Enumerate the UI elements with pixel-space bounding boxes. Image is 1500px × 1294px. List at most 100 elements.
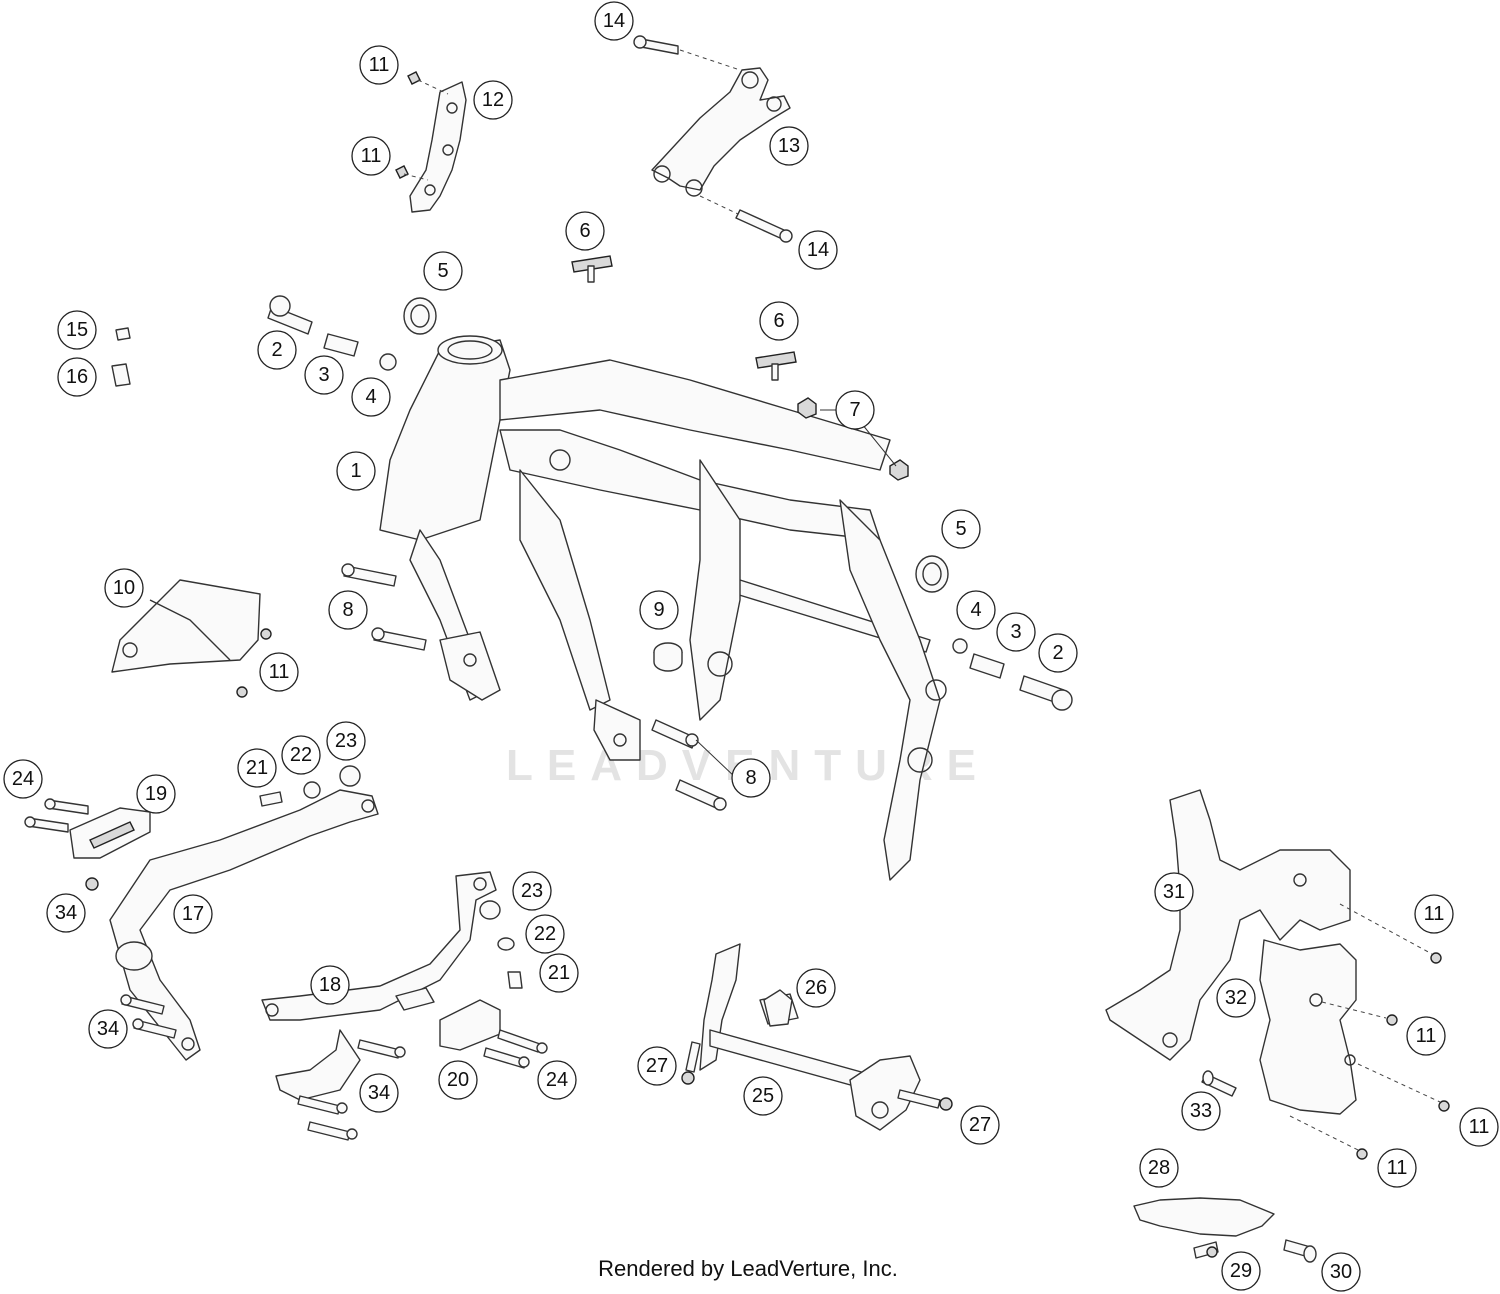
svg-text:10: 10 <box>113 577 135 599</box>
callout-15: 15 <box>57 310 97 350</box>
svg-text:5: 5 <box>437 260 448 282</box>
svg-text:31: 31 <box>1163 881 1185 903</box>
part-27-bolts <box>681 1041 953 1111</box>
callout-14: 14 <box>798 230 838 270</box>
callout-2: 2 <box>1038 633 1078 673</box>
svg-text:22: 22 <box>290 744 312 766</box>
part-24-bolts-left <box>24 798 89 833</box>
callout-4: 4 <box>956 590 996 630</box>
callout-33: 33 <box>1181 1091 1221 1131</box>
svg-text:14: 14 <box>807 239 829 261</box>
callout-14: 14 <box>594 1 634 41</box>
svg-text:5: 5 <box>955 518 966 540</box>
parts-15-16-clips <box>111 327 131 387</box>
svg-text:8: 8 <box>745 767 756 789</box>
callout-4: 4 <box>351 377 391 417</box>
callout-29: 29 <box>1221 1251 1261 1291</box>
svg-text:3: 3 <box>318 364 329 386</box>
svg-text:11: 11 <box>1424 903 1445 925</box>
callout-2: 2 <box>257 330 297 370</box>
callout-28: 28 <box>1139 1148 1179 1188</box>
part-6-damper-right <box>755 351 797 381</box>
part-13-bracket <box>633 35 793 243</box>
svg-text:22: 22 <box>534 923 556 945</box>
callout-11: 11 <box>1406 1016 1446 1056</box>
callout-11: 11 <box>1459 1107 1499 1147</box>
svg-text:34: 34 <box>368 1082 390 1104</box>
callout-10: 10 <box>104 568 144 608</box>
svg-text:6: 6 <box>579 220 590 242</box>
part-33-bolt <box>1201 1070 1237 1097</box>
callout-12: 12 <box>473 80 513 120</box>
callout-21: 21 <box>539 953 579 993</box>
callout-13: 13 <box>769 126 809 166</box>
part-20-footrest <box>439 999 501 1051</box>
svg-text:34: 34 <box>97 1018 119 1040</box>
part-24-bolts-right <box>483 1029 548 1069</box>
callout-6: 6 <box>565 211 605 251</box>
svg-text:8: 8 <box>342 599 353 621</box>
svg-text:2: 2 <box>1052 642 1063 664</box>
callout-3: 3 <box>304 355 344 395</box>
svg-text:27: 27 <box>969 1114 991 1136</box>
svg-text:2: 2 <box>271 339 282 361</box>
callout-11: 11 <box>351 136 391 176</box>
svg-text:21: 21 <box>246 757 268 779</box>
svg-text:23: 23 <box>335 730 357 752</box>
parts-2-3-4-right <box>952 638 1073 711</box>
part-9-bush <box>653 642 683 672</box>
part-7-nuts <box>797 397 909 481</box>
svg-text:19: 19 <box>145 783 167 805</box>
callout-5: 5 <box>423 251 463 291</box>
svg-text:4: 4 <box>970 599 981 621</box>
svg-text:28: 28 <box>1148 1157 1170 1179</box>
svg-text:25: 25 <box>752 1085 774 1107</box>
part-34-bolts-left <box>85 877 177 1039</box>
callout-11: 11 <box>1414 894 1454 934</box>
callout-30: 30 <box>1321 1252 1361 1292</box>
callout-16: 16 <box>57 357 97 397</box>
parts-21-22-23-lower <box>479 900 523 989</box>
part-11-screws-right <box>1289 903 1450 1160</box>
svg-text:33: 33 <box>1190 1100 1212 1122</box>
callout-11: 11 <box>259 652 299 692</box>
callout-25: 25 <box>743 1076 783 1116</box>
svg-text:21: 21 <box>548 962 570 984</box>
svg-text:16: 16 <box>66 366 88 388</box>
svg-text:11: 11 <box>1469 1116 1490 1138</box>
callout-19: 19 <box>136 774 176 814</box>
svg-text:11: 11 <box>369 54 390 76</box>
callout-34: 34 <box>46 893 86 933</box>
svg-text:11: 11 <box>1416 1025 1437 1047</box>
callout-22: 22 <box>281 735 321 775</box>
callout-24: 24 <box>3 759 43 799</box>
svg-text:11: 11 <box>361 145 382 167</box>
callout-9: 9 <box>639 590 679 630</box>
callout-7: 7 <box>835 390 875 430</box>
part-10-bracket <box>111 579 272 698</box>
part-5-bearing-right <box>915 555 949 593</box>
callout-8: 8 <box>328 590 368 630</box>
svg-text:14: 14 <box>603 10 625 32</box>
callout-23: 23 <box>512 871 552 911</box>
part-26-clip <box>763 989 793 1027</box>
part-17-bracket <box>109 789 379 1061</box>
svg-text:32: 32 <box>1225 987 1247 1009</box>
callout-23: 23 <box>326 721 366 761</box>
part-1-main-frame <box>379 335 947 881</box>
svg-text:27: 27 <box>646 1055 668 1077</box>
svg-text:11: 11 <box>1387 1157 1408 1179</box>
callout-26: 26 <box>796 968 836 1008</box>
part-31-cover <box>1105 789 1351 1061</box>
callouts: 14 11 12 13 11 14 6 5 15 16 2 3 4 6 7 1 … <box>3 1 1499 1292</box>
callout-3: 3 <box>996 612 1036 652</box>
svg-text:24: 24 <box>546 1069 568 1091</box>
svg-text:18: 18 <box>319 974 341 996</box>
part-18-bracket <box>261 871 497 1101</box>
callout-6: 6 <box>759 301 799 341</box>
part-8-bolts-left <box>341 563 427 651</box>
svg-text:24: 24 <box>12 768 34 790</box>
callout-20: 20 <box>438 1060 478 1100</box>
svg-text:11: 11 <box>269 661 290 683</box>
